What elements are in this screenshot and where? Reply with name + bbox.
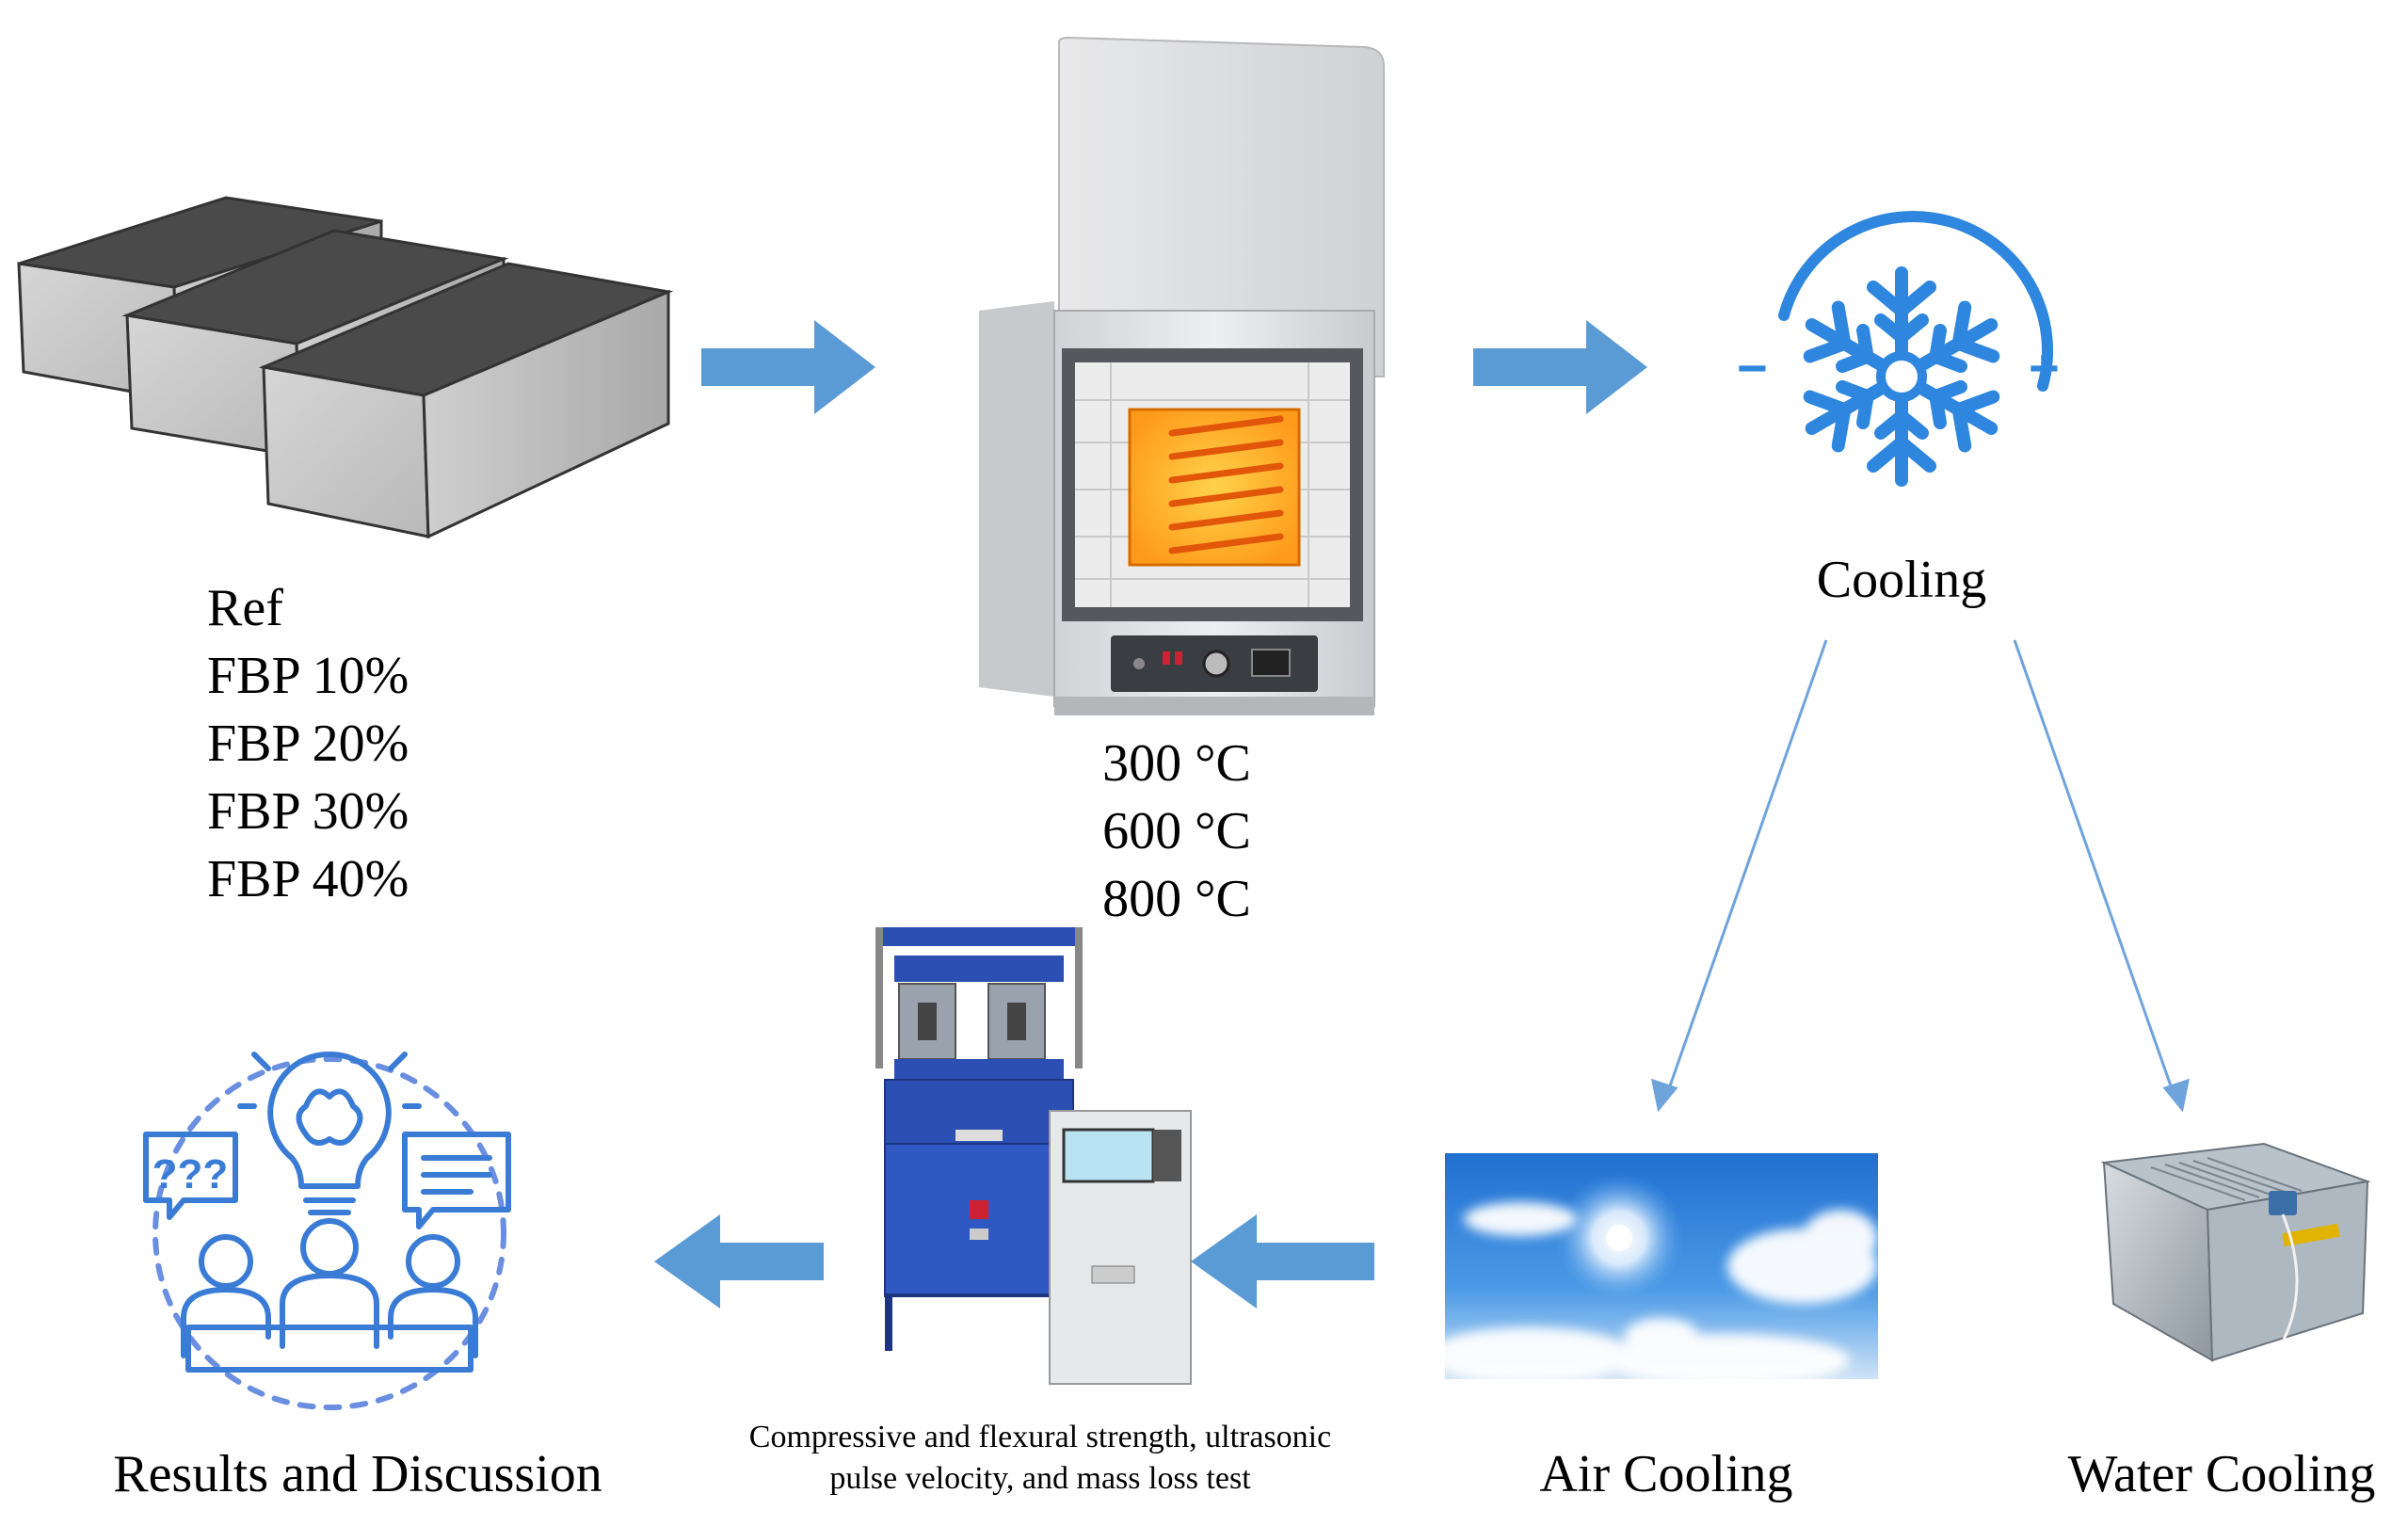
specimen-block-3 — [258, 262, 674, 539]
arrow-testing-to-results — [654, 1214, 824, 1309]
specimen-label-fbp10: FBP 10% — [207, 647, 409, 705]
results-discussion-icon: ??? — [143, 1051, 511, 1410]
specimen-mix-list: Ref FBP 10% FBP 20% FBP 30% FBP 40% — [207, 574, 409, 913]
water-cooling-label: Water Cooling — [2067, 1445, 2376, 1503]
arrow-specimens-to-furnace — [701, 320, 875, 414]
specimen-label-ref: Ref — [207, 579, 283, 637]
testing-description-line2: pulse velocity, and mass loss test — [829, 1461, 1251, 1496]
testing-machine-image — [875, 927, 1192, 1385]
person-icon — [300, 1218, 359, 1277]
testing-description: Compressive and flexural strength, ultra… — [659, 1417, 1421, 1500]
results-discussion-label: Results and Discussion — [113, 1445, 602, 1503]
temperature-800: 800 °C — [1102, 870, 1251, 928]
lightbulb-icon — [267, 1051, 392, 1189]
water-cooling-tank-image — [2100, 1142, 2371, 1362]
testing-description-line1: Compressive and flexural strength, ultra… — [748, 1420, 1332, 1454]
table-icon — [185, 1325, 474, 1373]
arrow-air-cooling-to-testing — [1191, 1214, 1374, 1309]
question-speech-bubble — [143, 1132, 238, 1220]
furnace-door — [1058, 36, 1385, 377]
muffle-furnace-illustration — [979, 36, 1385, 715]
concrete-specimens-illustration — [17, 196, 674, 539]
air-cooling-sky-image — [1426, 1153, 1878, 1387]
person-icon — [199, 1234, 253, 1289]
air-cooling-label: Air Cooling — [1539, 1445, 1793, 1503]
person-icon — [406, 1234, 460, 1289]
cooling-label: Cooling — [1816, 551, 1987, 609]
cooling-minus-sign: − — [1737, 338, 1768, 397]
arrow-furnace-to-cooling — [1473, 320, 1647, 414]
furnace-temperature-list: 300 °C 600 °C 800 °C — [1054, 730, 1299, 933]
arrow-to-air-cooling — [1664, 639, 1828, 1098]
specimen-label-fbp20: FBP 20% — [207, 715, 409, 773]
text-speech-bubble — [402, 1132, 511, 1229]
temperature-600: 600 °C — [1102, 802, 1251, 860]
question-marks: ??? — [153, 1151, 229, 1197]
temperature-300: 300 °C — [1102, 734, 1251, 793]
arrow-to-water-cooling — [2013, 639, 2176, 1098]
snowflake-icon — [1778, 210, 2054, 518]
specimen-label-fbp30: FBP 30% — [207, 782, 409, 841]
specimen-label-fbp40: FBP 40% — [207, 850, 409, 908]
cooling-plus-sign: + — [2029, 338, 2060, 397]
